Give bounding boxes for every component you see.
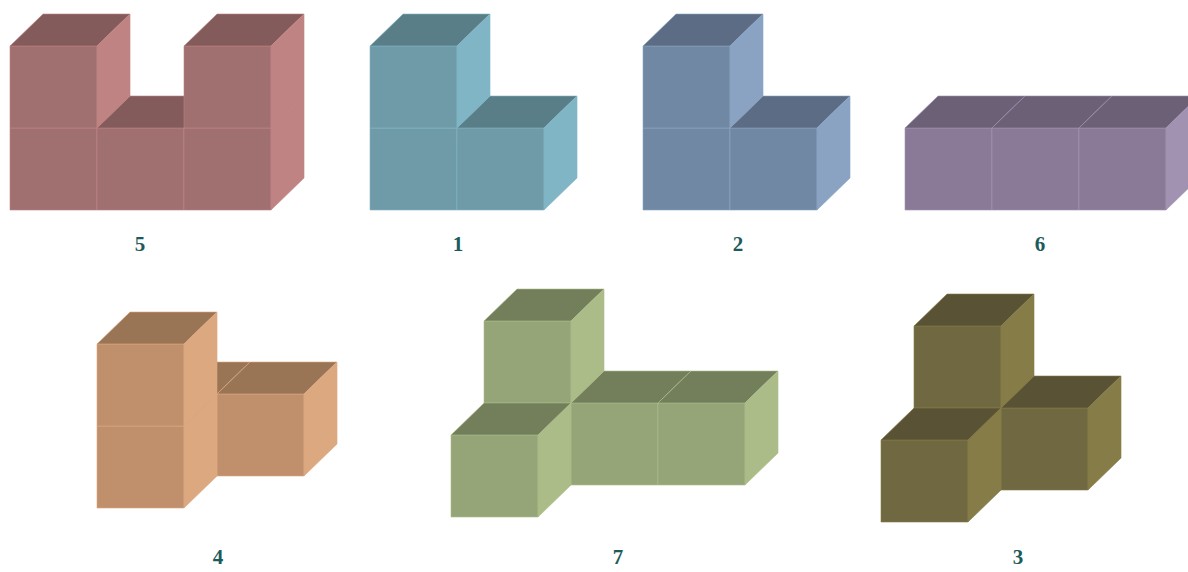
unit-cube <box>10 14 130 128</box>
cube-face <box>97 14 130 128</box>
cube-face <box>184 128 271 210</box>
callout-number: 2 <box>733 232 744 257</box>
polycube-piece <box>370 14 577 210</box>
cube-face <box>184 312 217 426</box>
cube-face <box>544 96 577 210</box>
cube-face <box>1079 128 1166 210</box>
cube-face <box>451 435 538 517</box>
cube-face <box>457 128 544 210</box>
cube-face <box>571 403 658 485</box>
unit-cube <box>658 371 778 485</box>
cube-face <box>538 403 571 517</box>
callout-number: 7 <box>613 545 624 570</box>
unit-cube <box>451 403 571 517</box>
cube-face <box>457 14 490 128</box>
cube-face <box>97 426 184 508</box>
cube-face <box>968 408 1001 522</box>
unit-cube <box>1001 376 1121 490</box>
cube-face <box>730 14 763 128</box>
callout-number: 6 <box>1035 232 1046 257</box>
cube-face <box>10 46 97 128</box>
cube-face <box>1088 376 1121 490</box>
callout-number: 3 <box>1013 545 1024 570</box>
polycube-piece <box>643 14 850 210</box>
cube-face <box>217 394 304 476</box>
cube-face <box>484 321 571 403</box>
cube-face <box>370 46 457 128</box>
cube-face <box>658 403 745 485</box>
polycube-piece <box>97 312 337 508</box>
callout-number: 1 <box>453 232 464 257</box>
polycube-piece <box>905 96 1188 210</box>
cube-face <box>817 96 850 210</box>
cube-face <box>10 128 97 210</box>
cube-face <box>571 289 604 403</box>
unit-cube <box>97 312 217 426</box>
polycube-piece <box>881 294 1121 522</box>
callout-number: 4 <box>213 545 224 570</box>
cube-face <box>745 371 778 485</box>
cube-face <box>97 128 184 210</box>
unit-cube <box>184 14 304 128</box>
cube-face <box>370 128 457 210</box>
unit-cube <box>1079 96 1188 210</box>
cube-face <box>992 128 1079 210</box>
unit-cube <box>643 14 763 128</box>
cube-face <box>304 362 337 476</box>
cube-face <box>730 128 817 210</box>
unit-cube <box>881 408 1001 522</box>
cube-face <box>97 344 184 426</box>
cube-face <box>271 14 304 128</box>
polycube-piece <box>10 14 304 210</box>
unit-cube <box>484 289 604 403</box>
unit-cube <box>217 362 337 476</box>
cube-face <box>914 326 1001 408</box>
unit-cube <box>370 14 490 128</box>
unit-cube <box>457 96 577 210</box>
cube-face <box>905 128 992 210</box>
cube-face <box>1001 294 1034 408</box>
cube-face <box>643 128 730 210</box>
unit-cube <box>914 294 1034 408</box>
cube-face <box>643 46 730 128</box>
polycube-piece <box>451 289 778 517</box>
cube-face <box>184 46 271 128</box>
unit-cube <box>730 96 850 210</box>
cube-face <box>1166 96 1188 210</box>
callout-number: 5 <box>135 232 146 257</box>
cube-face <box>881 440 968 522</box>
cube-face <box>1001 408 1088 490</box>
